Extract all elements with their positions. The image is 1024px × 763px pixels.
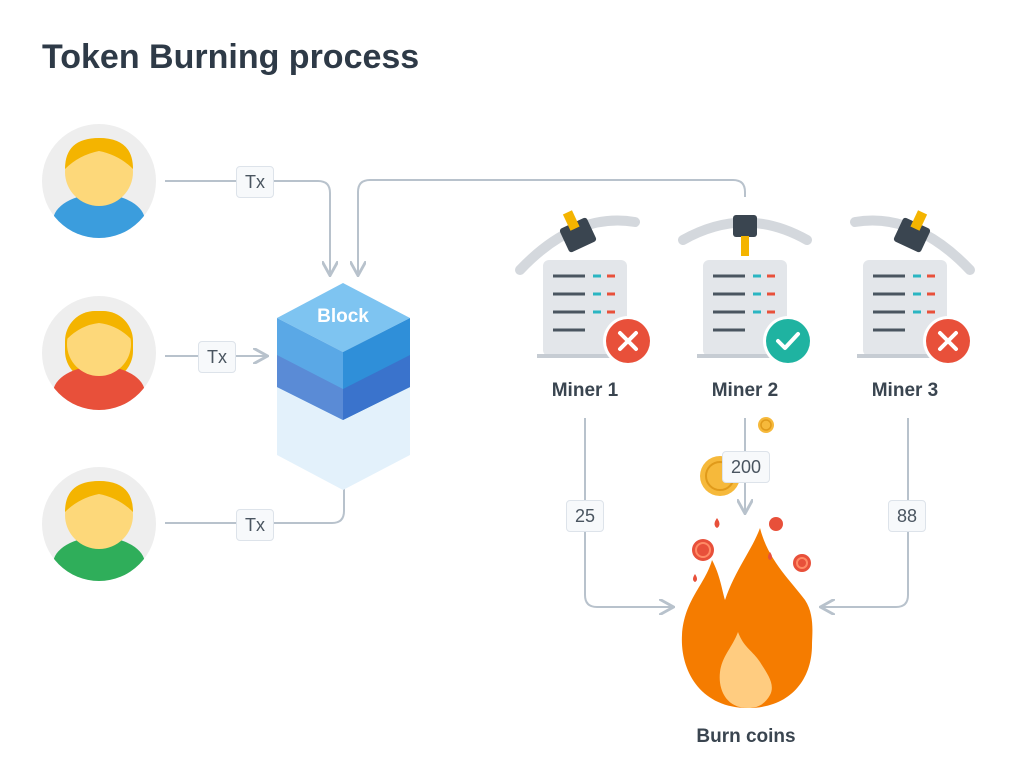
user-avatar-1 — [42, 124, 156, 238]
burn-label: Burn coins — [696, 726, 796, 747]
tx3-arrow — [165, 428, 344, 524]
user-avatar-3 — [42, 467, 156, 581]
miner3-burn-arrow — [822, 418, 909, 607]
tx-label: Tx — [198, 341, 236, 373]
tx1-arrow — [165, 180, 330, 274]
miner-3-x-icon — [923, 316, 973, 366]
block-cube-icon — [277, 283, 410, 490]
user-avatar-2 — [42, 296, 156, 410]
tx-label: Tx — [236, 509, 274, 541]
miner-1-x-icon — [603, 316, 653, 366]
burn-amount: 25 — [566, 500, 605, 532]
page-title: Token Burning process — [42, 38, 420, 76]
burn-amount: 88 — [888, 500, 927, 532]
miner-label: Miner 2 — [711, 380, 779, 401]
miner2-to-block-arrow — [358, 179, 746, 274]
burn-amount: 200 — [722, 451, 771, 483]
block-label: Block — [317, 306, 369, 327]
fire-icon — [681, 517, 813, 708]
tx-label: Tx — [236, 166, 274, 198]
miner-label: Miner 3 — [871, 380, 939, 401]
miner-2-check-icon — [763, 316, 813, 366]
miner1-burn-arrow — [584, 418, 672, 607]
miner-label: Miner 1 — [551, 380, 619, 401]
